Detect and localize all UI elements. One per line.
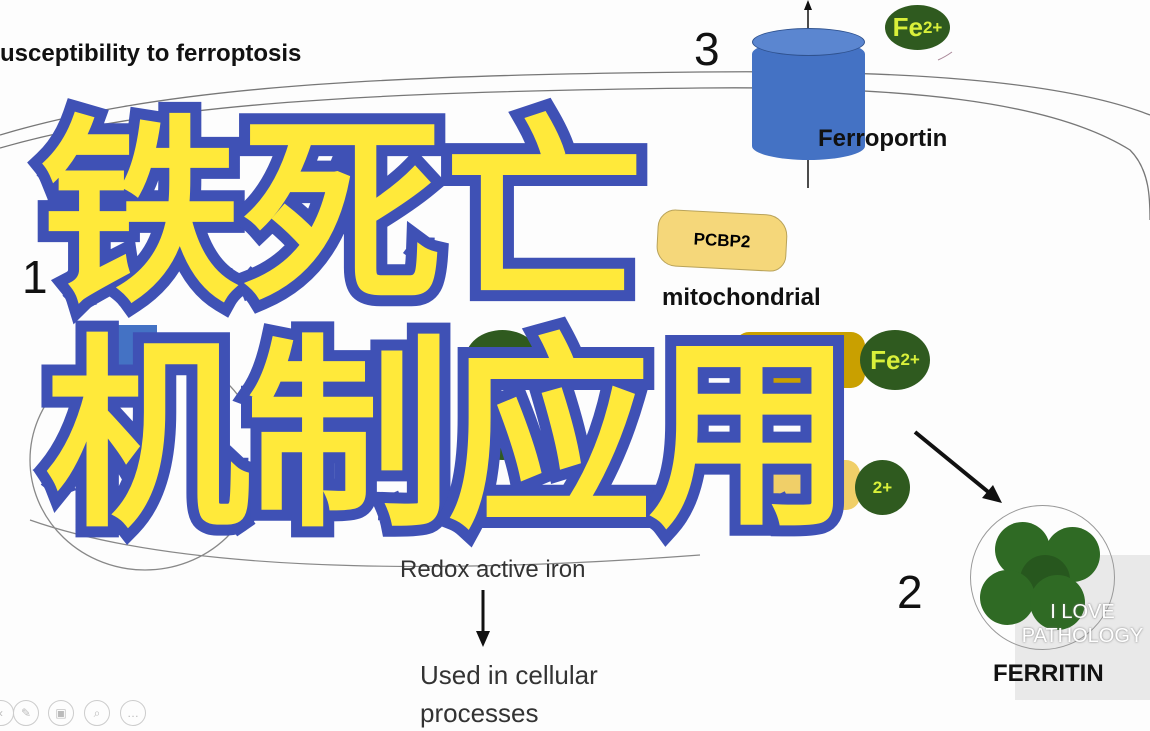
ferritin-label: FERRITIN [993, 660, 1104, 687]
iron-ion: 2+ [195, 460, 255, 515]
ferritin-shell [970, 505, 1115, 650]
label-2: 2 [897, 566, 923, 618]
ferroportin-label: Ferroportin [818, 125, 948, 152]
slides-icon[interactable]: ▣ [48, 700, 74, 726]
used-text-2: processes [420, 698, 539, 728]
zoom-icon[interactable]: ⌕ [84, 700, 110, 726]
redox-iron-text: Redox active iron [400, 556, 586, 583]
label-1: 1 [22, 251, 48, 303]
slide-title: usceptibility to ferroptosis [0, 40, 302, 67]
iron-ion: Fe [470, 400, 535, 460]
transporter [112, 325, 157, 385]
iron-ion: 2+ [855, 460, 910, 515]
ferritin-arrow [913, 430, 994, 497]
ferroportin-channel [752, 40, 865, 160]
protein-blob [735, 332, 865, 388]
used-text-1: Used in cellular [420, 660, 598, 690]
overlay-title-line2: 机制应用 [34, 318, 864, 556]
watermark: I LOVE PATHOLOGY [1021, 601, 1144, 647]
more-icon[interactable]: … [120, 700, 146, 726]
overlay-title-line1: 铁死亡 [29, 98, 655, 331]
pen-icon[interactable]: ✎ [13, 700, 39, 726]
labile-iron-text: mitochondrial [662, 284, 821, 311]
pcbp2-protein: PCBP2 [655, 208, 789, 273]
label-3: 3 [694, 23, 720, 75]
